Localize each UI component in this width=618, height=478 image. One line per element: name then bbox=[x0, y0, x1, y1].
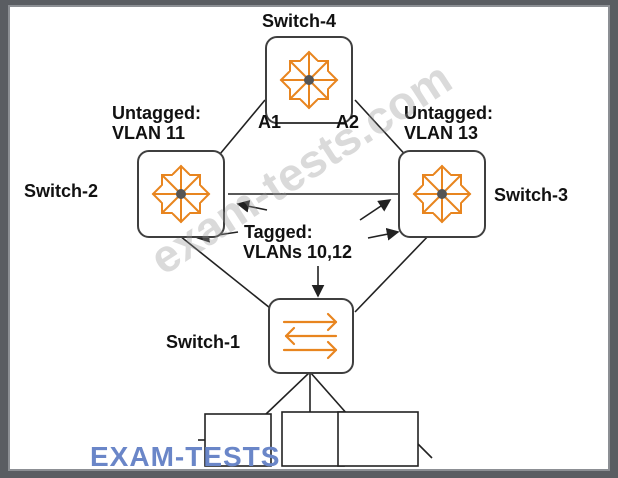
pointer-to-trunk-top-right bbox=[359, 199, 392, 221]
end-devices bbox=[198, 411, 433, 467]
tagged-label-line2: VLANs 10,12 bbox=[243, 242, 353, 262]
router-icon bbox=[279, 50, 339, 110]
link-switch2-switch1 bbox=[174, 231, 276, 313]
switch-arrows-icon bbox=[282, 312, 338, 360]
switch-4-node[interactable] bbox=[265, 36, 353, 124]
untagged-left-label-line1: Untagged: bbox=[112, 103, 201, 123]
pc-3 bbox=[337, 411, 419, 467]
switch-2-node[interactable] bbox=[137, 150, 225, 238]
router-icon bbox=[151, 164, 211, 224]
pc-1 bbox=[204, 413, 272, 467]
tagged-label-line1: Tagged: bbox=[244, 222, 313, 242]
switch-3-label: Switch-3 bbox=[494, 185, 569, 205]
untagged-left-label-line2: VLAN 11 bbox=[112, 123, 186, 143]
switch-4-label: Switch-4 bbox=[262, 11, 337, 31]
link-switch4-switch2 bbox=[214, 99, 266, 161]
link-switch1-pc1 bbox=[264, 371, 311, 416]
link-switch3-switch1 bbox=[354, 231, 433, 313]
switch-2-label: Switch-2 bbox=[24, 181, 99, 201]
port-a1-label: A1 bbox=[258, 112, 282, 132]
link-switch4-switch3 bbox=[354, 99, 411, 161]
pc-2 bbox=[281, 411, 345, 467]
router-icon bbox=[412, 164, 472, 224]
link-switch1-pc3 bbox=[309, 371, 349, 416]
switch-3-node[interactable] bbox=[398, 150, 486, 238]
switch-1-label: Switch-1 bbox=[166, 332, 241, 352]
switch-1-node[interactable] bbox=[268, 298, 354, 374]
pointer-to-trunk-right bbox=[367, 227, 400, 241]
brand-logo-text: EXAM-TESTS bbox=[90, 441, 281, 472]
untagged-right-label-line2: VLAN 13 bbox=[404, 123, 479, 143]
untagged-right-label-line1: Untagged: bbox=[404, 103, 493, 123]
pointer-to-trunk-top-left bbox=[236, 200, 268, 213]
port-a2-label: A2 bbox=[336, 112, 360, 132]
